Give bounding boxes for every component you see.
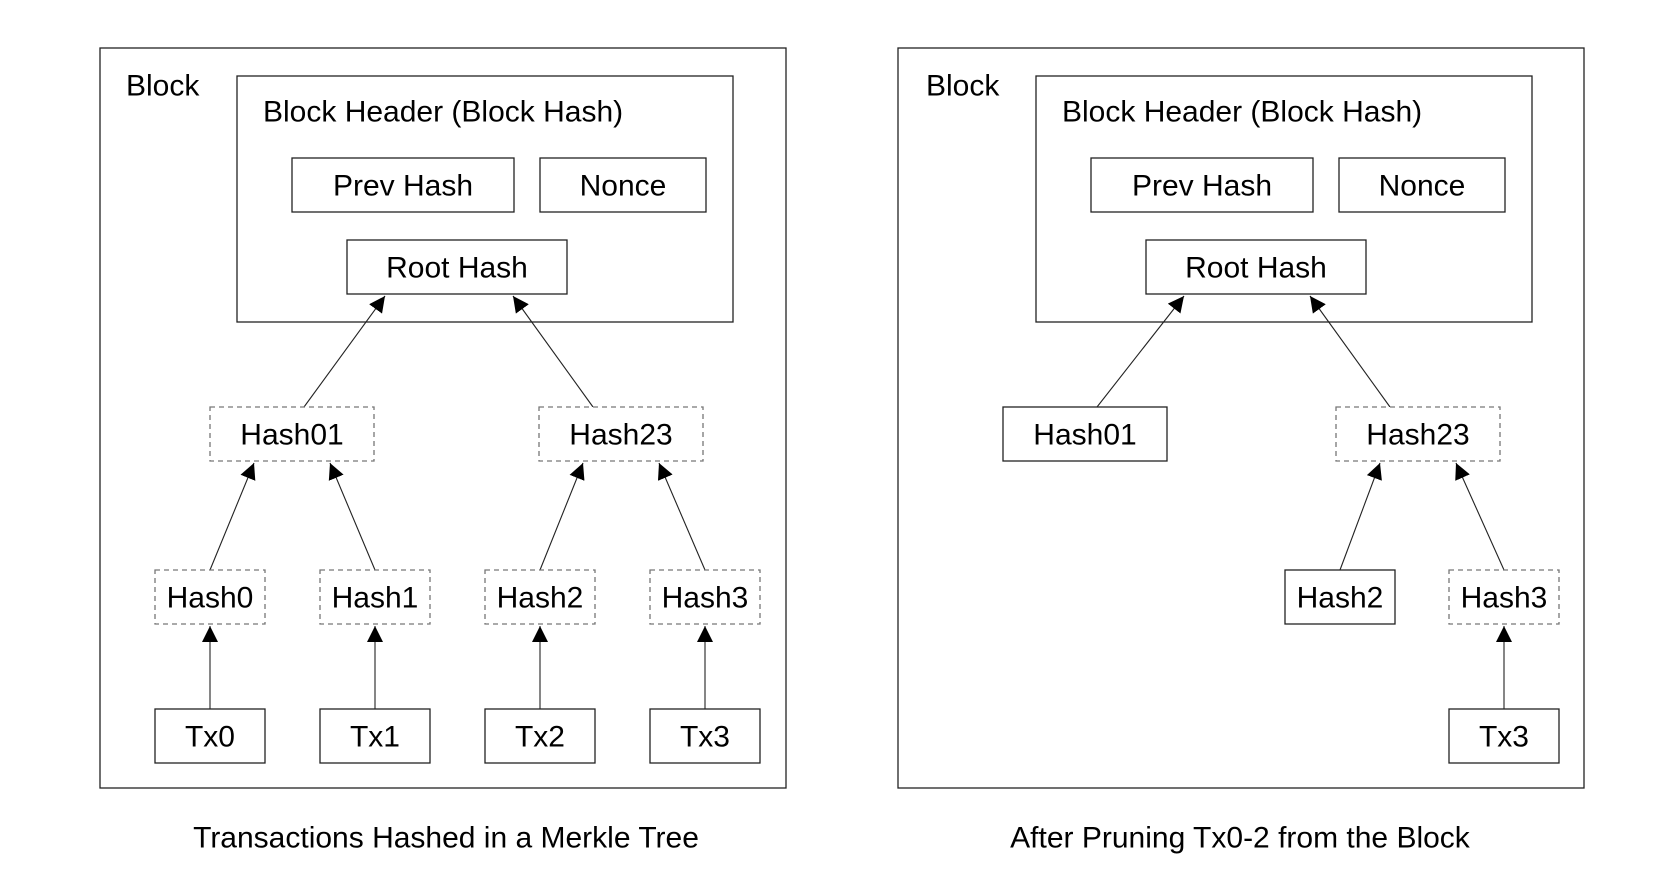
panel-left-nonce-box	[539, 157, 707, 213]
panel-left-hash0-label: Hash0	[167, 582, 254, 615]
panel-left-block-header-label: Block Header (Block Hash)	[263, 96, 623, 129]
panel-left-edge-hash2-hash23	[539, 462, 585, 571]
panel-left-hash1-box	[319, 569, 431, 625]
panel-left-tx1-label: Tx1	[350, 721, 400, 754]
panel-left-hash01-label: Hash01	[240, 419, 343, 452]
panel-left-block-frame	[99, 47, 787, 789]
panel-left-tx0-box	[154, 708, 266, 764]
panel-left-hash23-box	[538, 406, 704, 462]
panel-left-tx2-label: Tx2	[515, 721, 565, 754]
panel-left-edge-hash1-hash01	[328, 462, 376, 571]
panel-left-prev-hash-label: Prev Hash	[333, 170, 473, 203]
panel-left-edge-hash3-hash23	[657, 462, 706, 571]
panel-right-edge-hash2-hash23	[1339, 462, 1382, 571]
panel-left-tx2-box	[484, 708, 596, 764]
panel-right-root-hash-label: Root Hash	[1185, 252, 1327, 285]
panel-right-hash01-box	[1002, 406, 1168, 462]
panel-left-edge-hash23-root	[512, 295, 594, 408]
panel-left-tx3-box	[649, 708, 761, 764]
panel-left-edge-hash01-root	[303, 295, 386, 408]
panel-left-hash3-label: Hash3	[662, 582, 749, 615]
panel-right-edge-hash23-root	[1309, 295, 1391, 408]
panel-right-tx3-label: Tx3	[1479, 721, 1529, 754]
panel-right-tx3-box	[1448, 708, 1560, 764]
panel-right-hash2-label: Hash2	[1297, 582, 1384, 615]
panel-left-block-label: Block	[126, 70, 200, 103]
panel-right-edge-hash3-hash23	[1455, 462, 1505, 571]
panel-right-root-hash-box	[1145, 239, 1367, 295]
panel-left-hash2-box	[484, 569, 596, 625]
panel-left-hash3-box	[649, 569, 761, 625]
panel-left-root-hash-label: Root Hash	[386, 252, 528, 285]
panel-right-nonce-box	[1338, 157, 1506, 213]
panel-right-hash23-box	[1335, 406, 1501, 462]
panel-left-tx3-label: Tx3	[680, 721, 730, 754]
panel-left-nonce-label: Nonce	[580, 170, 667, 203]
panel-right-edge-hash01-root	[1096, 295, 1185, 408]
panel-right-hash01-label: Hash01	[1033, 419, 1136, 452]
panel-right-caption: After Pruning Tx0-2 from the Block	[1010, 822, 1471, 855]
panel-right-hash3-label: Hash3	[1461, 582, 1548, 615]
panel-left-hash1-label: Hash1	[332, 582, 419, 615]
panel-right-block-header-label: Block Header (Block Hash)	[1062, 96, 1422, 129]
panel-left-hash23-label: Hash23	[569, 419, 672, 452]
panel-left-hash01-box	[209, 406, 375, 462]
panel-left-tx1-box	[319, 708, 431, 764]
panel-right-nonce-label: Nonce	[1379, 170, 1466, 203]
panel-left-root-hash-box	[346, 239, 568, 295]
panel-left-tx0-label: Tx0	[185, 721, 235, 754]
panel-right-block-label: Block	[926, 70, 1000, 103]
panel-left-hash0-box	[154, 569, 266, 625]
panel-left-edge-hash0-hash01	[209, 462, 256, 571]
panel-left-caption: Transactions Hashed in a Merkle Tree	[193, 822, 699, 855]
panel-right-prev-hash-box	[1090, 157, 1314, 213]
panel-left-hash2-label: Hash2	[497, 582, 584, 615]
panel-right-prev-hash-label: Prev Hash	[1132, 170, 1272, 203]
panel-right-hash2-box	[1284, 569, 1396, 625]
panel-right-hash3-box	[1448, 569, 1560, 625]
panel-right-block-frame	[897, 47, 1585, 789]
panel-left-prev-hash-box	[291, 157, 515, 213]
panel-right-hash23-label: Hash23	[1366, 419, 1469, 452]
